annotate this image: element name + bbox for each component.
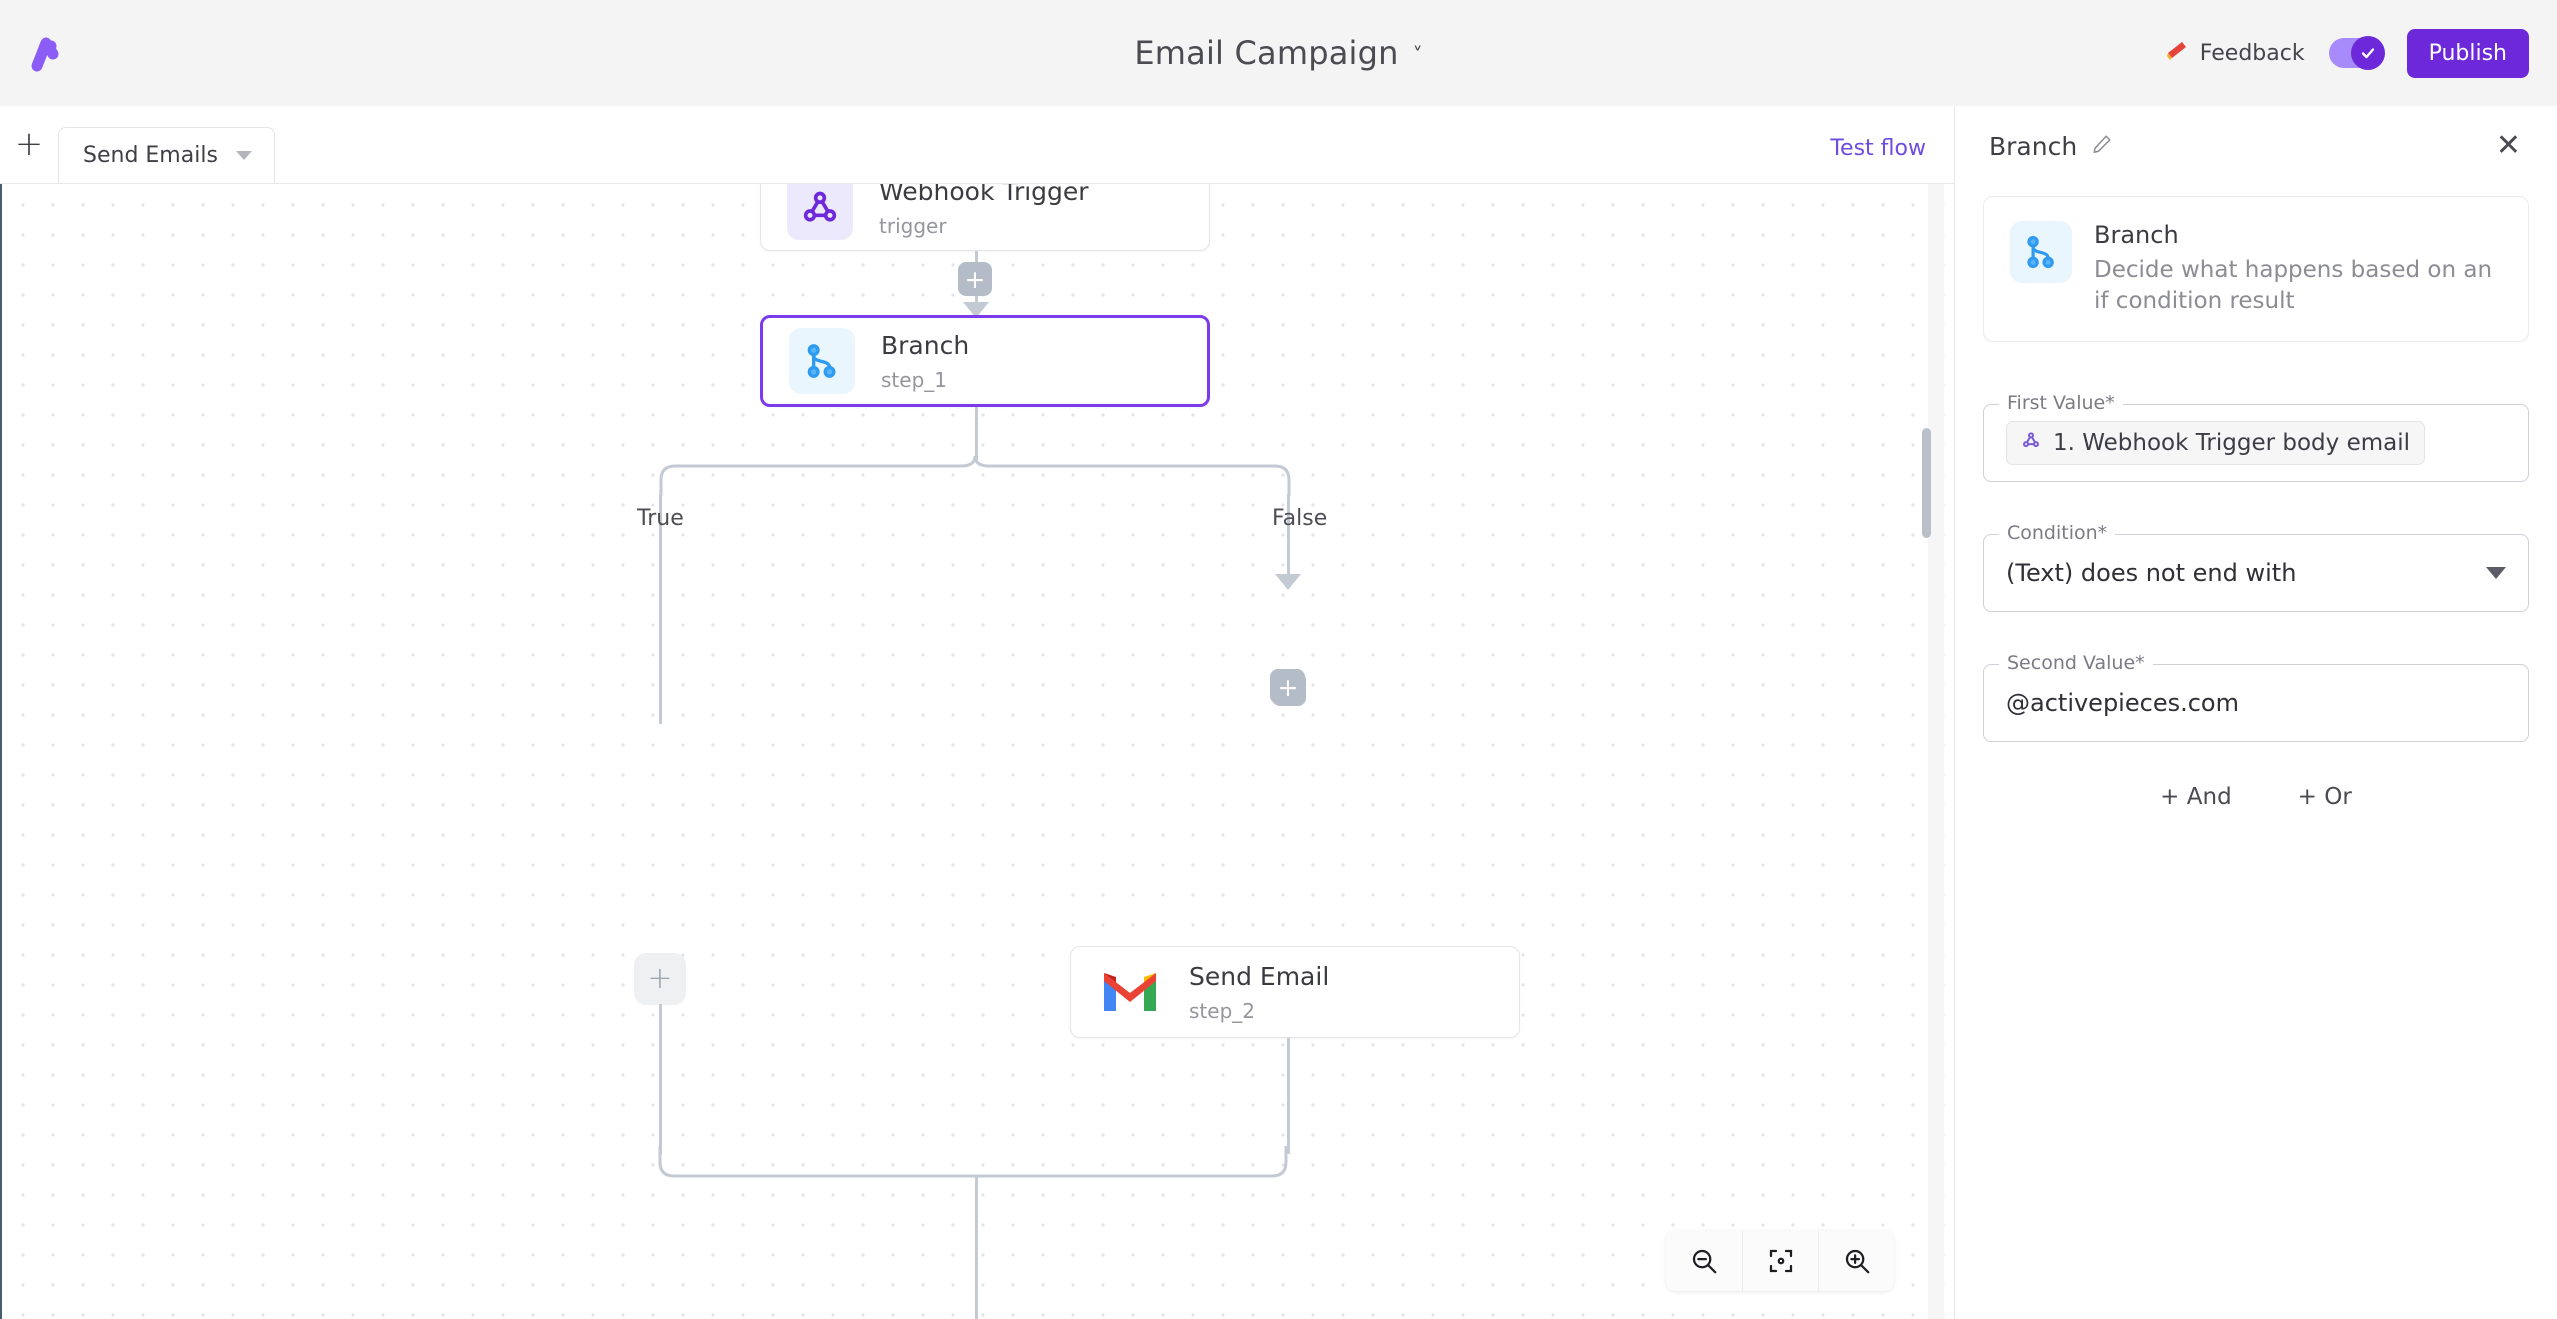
- branch-icon: [789, 328, 855, 394]
- tab-label: Send Emails: [83, 143, 218, 168]
- top-bar: Email Campaign ˅ Feedback: [0, 0, 2557, 106]
- node-subtitle: trigger: [879, 214, 1089, 238]
- second-value-text: @activepieces.com: [2006, 689, 2239, 717]
- node-subtitle: step_1: [881, 368, 969, 392]
- zoom-in-icon[interactable]: [1818, 1231, 1894, 1291]
- node-webhook-trigger[interactable]: Webhook Trigger trigger: [760, 184, 1210, 251]
- webhook-icon: [2021, 430, 2041, 456]
- edge-merge-out: [975, 1176, 978, 1319]
- step-settings-panel: Branch ✕ Branch: [1954, 106, 2557, 1319]
- branch-icon: [2010, 221, 2072, 283]
- branch-label-false: False: [1272, 506, 1327, 531]
- add-or-condition-button[interactable]: + Or: [2298, 784, 2352, 810]
- second-value-label: Second Value*: [1999, 652, 2153, 674]
- node-title: Branch: [881, 331, 969, 360]
- panel-header: Branch ✕: [1955, 106, 2557, 186]
- close-icon[interactable]: ✕: [2496, 131, 2521, 161]
- node-title: Webhook Trigger: [879, 184, 1089, 206]
- flow-tab-bar: + Send Emails Test flow: [0, 106, 1954, 184]
- check-icon: [2359, 44, 2377, 62]
- feedback-label: Feedback: [2200, 41, 2305, 66]
- step-info-description: Decide what happens based on an if condi…: [2094, 255, 2502, 317]
- branch-label-true: True: [637, 506, 684, 531]
- zoom-out-icon[interactable]: [1666, 1231, 1742, 1291]
- edge-true-leg-lower: [659, 1004, 662, 1154]
- step-info-card: Branch Decide what happens based on an i…: [1983, 196, 2529, 342]
- focus-frame-icon[interactable]: [1742, 1231, 1818, 1291]
- edge-false-leg-lower: [1287, 1090, 1290, 1154]
- node-send-email[interactable]: Send Email step_2: [1070, 946, 1520, 1038]
- publish-toggle[interactable]: [2329, 38, 2383, 68]
- flow-canvas[interactable]: Webhook Trigger trigger + Branch step_1: [0, 184, 1954, 1319]
- feedback-button[interactable]: Feedback: [2164, 38, 2305, 68]
- edge-arrow-false: [1275, 574, 1301, 590]
- chevron-down-icon[interactable]: ˅: [1413, 45, 1423, 65]
- node-subtitle: step_2: [1189, 999, 1329, 1023]
- test-flow-button[interactable]: Test flow: [1830, 136, 1926, 161]
- first-value-input[interactable]: 1. Webhook Trigger body email: [1983, 404, 2529, 482]
- add-and-condition-button[interactable]: + And: [2160, 784, 2232, 810]
- first-value-label: First Value*: [1999, 392, 2123, 414]
- edge-branch-stem: [975, 407, 978, 460]
- add-tab-button[interactable]: +: [0, 105, 58, 183]
- canvas-left-edge: [0, 184, 2, 1319]
- publish-button[interactable]: Publish: [2407, 29, 2529, 78]
- panel-title: Branch: [1989, 132, 2077, 161]
- canvas-scrollbar-thumb[interactable]: [1922, 428, 1931, 538]
- edge-after-send-email: [1287, 1038, 1290, 1090]
- add-step-button-send-email[interactable]: +: [1271, 670, 1305, 704]
- field-second-value: Second Value* @activepieces.com: [1983, 664, 2529, 742]
- step-info-title: Branch: [2094, 221, 2502, 249]
- second-value-input[interactable]: @activepieces.com: [1983, 664, 2529, 742]
- condition-value: (Text) does not end with: [2006, 559, 2296, 587]
- edge-branch-split: [655, 456, 1295, 496]
- add-step-button-1[interactable]: +: [958, 262, 992, 296]
- canvas-scrollbar[interactable]: [1928, 184, 1944, 1319]
- pencil-icon[interactable]: [2091, 133, 2113, 159]
- node-title: Send Email: [1189, 962, 1329, 991]
- first-value-token[interactable]: 1. Webhook Trigger body email: [2006, 421, 2425, 465]
- tab-send-emails[interactable]: Send Emails: [58, 127, 275, 183]
- caret-down-icon[interactable]: [236, 151, 252, 160]
- gmail-icon: [1097, 959, 1163, 1025]
- edge-merge: [640, 1146, 1320, 1206]
- first-value-token-text: 1. Webhook Trigger body email: [2053, 430, 2410, 456]
- top-bar-actions: Feedback Publish: [2164, 0, 2529, 106]
- node-branch[interactable]: Branch step_1: [760, 315, 1210, 407]
- toggle-knob: [2351, 36, 2385, 70]
- add-step-placeholder-true[interactable]: +: [634, 953, 686, 1005]
- caret-down-icon[interactable]: [2486, 567, 2506, 579]
- page-title: Email Campaign: [1134, 34, 1398, 72]
- webhook-icon: [787, 184, 853, 240]
- logic-buttons: + And + Or: [1955, 784, 2557, 810]
- field-condition: Condition* (Text) does not end with: [1983, 534, 2529, 612]
- condition-select[interactable]: (Text) does not end with: [1983, 534, 2529, 612]
- condition-label: Condition*: [1999, 522, 2115, 544]
- field-first-value: First Value* 1. Webhook Trigger body ema…: [1983, 404, 2529, 482]
- megaphone-icon: [2164, 38, 2190, 68]
- zoom-controls: [1666, 1231, 1894, 1291]
